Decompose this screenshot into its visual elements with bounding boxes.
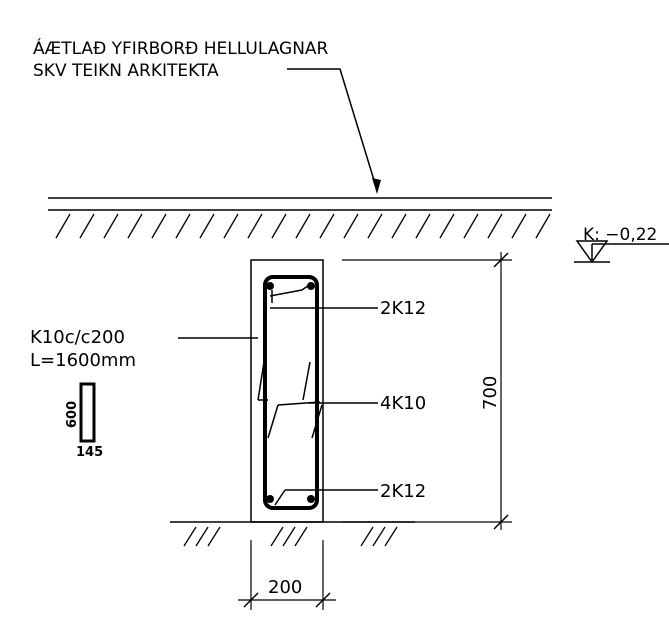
width-tick-left bbox=[243, 592, 259, 608]
height-dimension-label: 700 bbox=[480, 376, 501, 410]
width-dimension-label: 200 bbox=[268, 577, 302, 598]
note-leader bbox=[287, 68, 378, 191]
bar-bottom-label: 2K12 bbox=[380, 481, 426, 502]
note-line-2: SKV TEIKN ARKITEKTA bbox=[33, 61, 219, 81]
stirrup bbox=[263, 275, 319, 510]
elevation-label: K: −0,22 bbox=[583, 225, 657, 245]
rebars bbox=[266, 282, 315, 503]
stirrup-label-1: K10c/c200 bbox=[30, 327, 125, 348]
ground-hatch bbox=[183, 526, 398, 547]
stirrup-shape bbox=[79, 382, 96, 443]
internal-links bbox=[257, 282, 323, 506]
height-tick-top bbox=[493, 252, 509, 268]
stirrup-shape-height: 600 bbox=[65, 401, 80, 428]
stirrup-label-2: L=1600mm bbox=[30, 350, 136, 371]
stirrup-shape-width: 145 bbox=[76, 445, 103, 460]
bar-middle-label: 4K10 bbox=[380, 393, 426, 414]
beam-outline bbox=[250, 259, 324, 523]
note-leader-arrow bbox=[372, 178, 381, 194]
surface-hatch bbox=[55, 213, 551, 239]
bar-top-label: 2K12 bbox=[380, 298, 426, 319]
elevation-triangle bbox=[575, 240, 609, 264]
width-tick-right bbox=[315, 592, 331, 608]
note-line-1: ÁÆTLAÐ YFIRBORÐ HELLULAGNAR bbox=[33, 37, 329, 59]
height-tick-bottom bbox=[493, 514, 509, 530]
